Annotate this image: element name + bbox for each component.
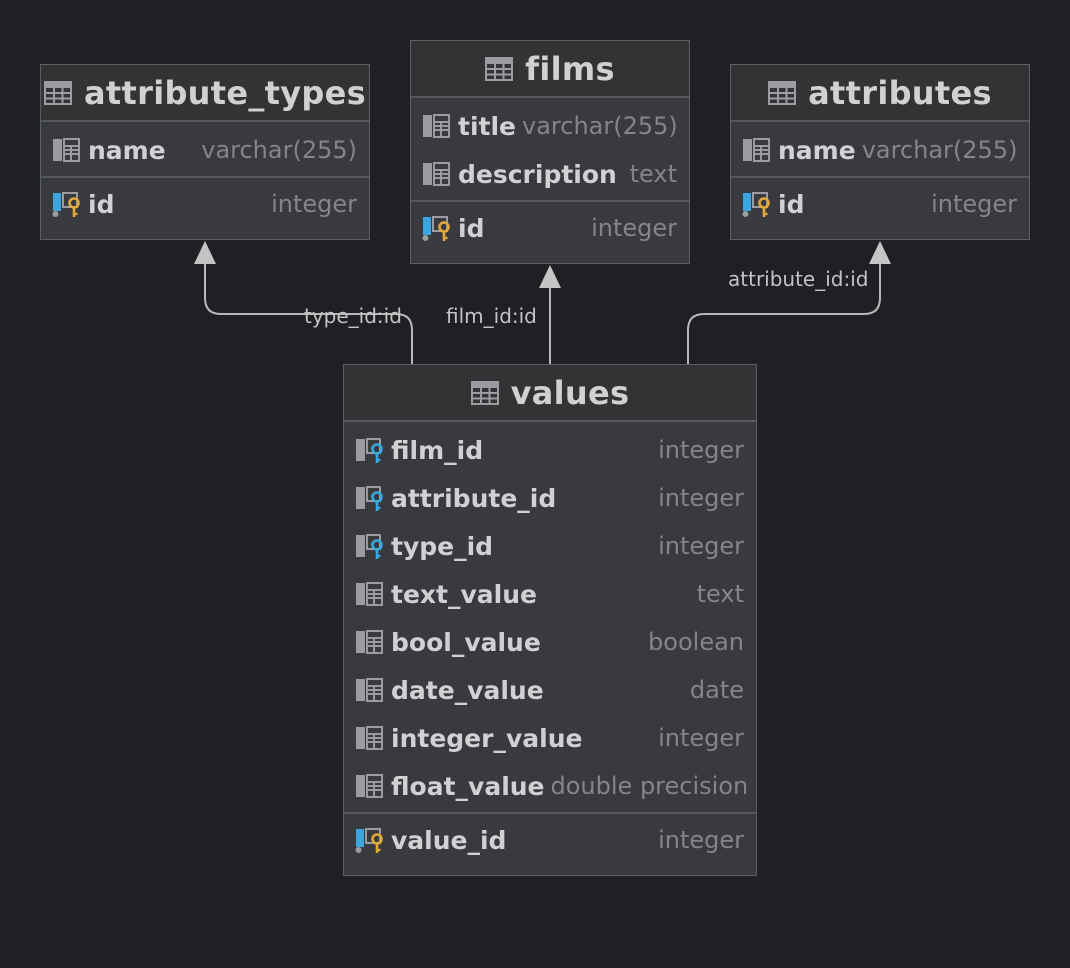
column-name: attribute_id (391, 483, 557, 513)
table-header[interactable]: attribute_types (41, 65, 369, 122)
column-type: text (629, 160, 677, 188)
edge-attribute-id-arrow (869, 241, 891, 264)
table-title: attribute_types (84, 73, 366, 112)
column-icon (422, 112, 451, 140)
column-type: integer (931, 190, 1017, 218)
column-row-id[interactable]: id integer (731, 180, 1029, 228)
column-row-id[interactable]: id integer (411, 204, 689, 252)
edge-film-id-arrow (539, 265, 561, 288)
column-icon (355, 580, 384, 608)
edge-type-id-arrow (194, 241, 216, 264)
column-name: value_id (391, 825, 507, 855)
column-icon (52, 136, 81, 164)
column-row-text-value[interactable]: text_value text (344, 570, 756, 618)
edge-label-attribute-id: attribute_id:id (728, 267, 869, 291)
column-name: name (778, 135, 856, 165)
table-header[interactable]: values (344, 365, 756, 422)
columns-list: name varchar(255) id integer (41, 122, 369, 228)
column-name: text_value (391, 579, 537, 609)
edge-label-film-id: film_id:id (446, 304, 537, 328)
column-type: integer (658, 484, 744, 512)
keys-divider (344, 812, 756, 814)
primary-key-icon (742, 190, 771, 218)
column-row-date-value[interactable]: date_value date (344, 666, 756, 714)
column-row-id[interactable]: id integer (41, 180, 369, 228)
column-type: integer (658, 724, 744, 752)
column-type: integer (658, 436, 744, 464)
column-name: type_id (391, 531, 494, 561)
column-name: id (88, 189, 115, 219)
table-title: values (510, 373, 630, 412)
primary-key-icon (422, 214, 451, 242)
table-icon (44, 80, 73, 105)
column-type: integer (591, 214, 677, 242)
column-type: boolean (648, 628, 744, 656)
table-icon (485, 56, 514, 81)
table-header[interactable]: films (411, 41, 689, 98)
column-name: id (778, 189, 805, 219)
keys-divider (731, 176, 1029, 178)
primary-key-icon (355, 826, 384, 854)
edge-type-id (204, 262, 413, 364)
column-row-type-id[interactable]: type_id integer (344, 522, 756, 570)
column-icon (355, 772, 384, 800)
table-header[interactable]: attributes (731, 65, 1029, 122)
foreign-key-icon (355, 532, 384, 560)
column-type: date (689, 676, 744, 704)
column-type: double precision (550, 772, 749, 800)
column-name: description (458, 159, 617, 189)
column-type: varchar(255) (201, 136, 357, 164)
column-row-name[interactable]: name varchar(255) (41, 126, 369, 174)
column-icon (742, 136, 771, 164)
column-type: varchar(255) (522, 112, 678, 140)
column-name: name (88, 135, 166, 165)
column-name: id (458, 213, 485, 243)
column-name: integer_value (391, 723, 583, 753)
column-row-value-id[interactable]: value_id integer (344, 816, 756, 864)
keys-divider (41, 176, 369, 178)
primary-key-icon (52, 190, 81, 218)
table-title: attributes (808, 73, 992, 112)
column-row-film-id[interactable]: film_id integer (344, 426, 756, 474)
table-icon (768, 80, 797, 105)
edge-attribute-id (687, 262, 881, 364)
column-name: date_value (391, 675, 544, 705)
column-name: title (458, 111, 516, 141)
column-row-bool-value[interactable]: bool_value boolean (344, 618, 756, 666)
column-icon (355, 724, 384, 752)
column-row-integer-value[interactable]: integer_value integer (344, 714, 756, 762)
column-icon (355, 628, 384, 656)
column-type: integer (658, 826, 744, 854)
column-type: varchar(255) (861, 136, 1018, 164)
table-icon (470, 380, 499, 405)
column-type: integer (271, 190, 357, 218)
edge-label-type-id: type_id:id (304, 304, 402, 328)
column-type: integer (658, 532, 744, 560)
foreign-key-icon (355, 436, 384, 464)
table-title: films (525, 49, 615, 88)
column-row-description[interactable]: description text (411, 150, 689, 198)
foreign-key-icon (355, 484, 384, 512)
column-icon (422, 160, 451, 188)
column-name: bool_value (391, 627, 541, 657)
keys-divider (411, 200, 689, 202)
column-row-attribute-id[interactable]: attribute_id integer (344, 474, 756, 522)
column-icon (355, 676, 384, 704)
column-type: text (696, 580, 744, 608)
column-name: float_value (391, 771, 545, 801)
column-name: film_id (391, 435, 484, 465)
